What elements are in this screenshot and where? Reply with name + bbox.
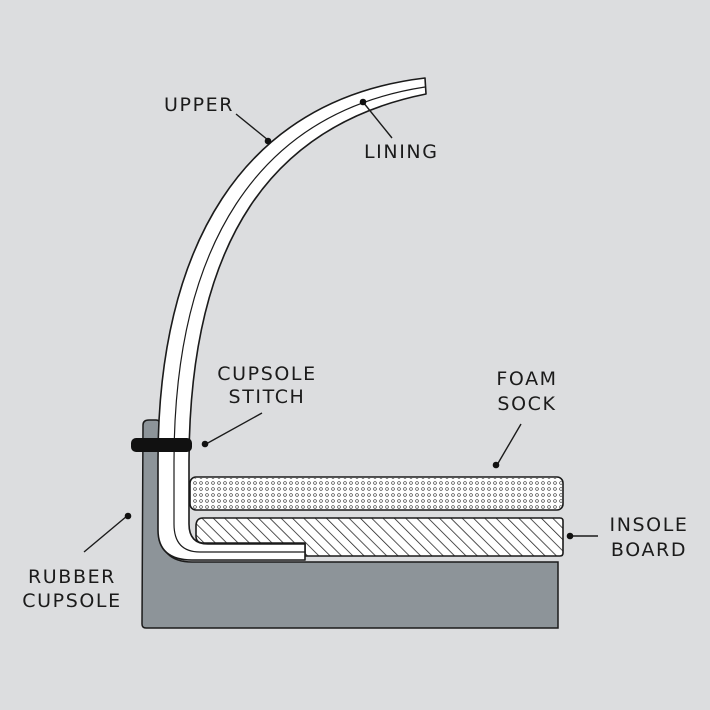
cupsole-stitch-label-line1: CUPSOLE xyxy=(217,363,316,385)
upper-lining-seam xyxy=(173,86,426,553)
lining-label: LINING xyxy=(364,141,439,163)
rubber-cupsole-leader-dot xyxy=(124,512,132,520)
rubber-cupsole-label-line1: RUBBER xyxy=(28,566,116,588)
foam-sock-label-line2: SOCK xyxy=(497,393,556,415)
cupsole-stitch-mark xyxy=(131,438,192,452)
foam-sock-texture xyxy=(191,478,562,509)
insole-board-shape xyxy=(195,517,564,557)
cupsole-stitch-label-line2: STITCH xyxy=(229,386,306,408)
rubber-cupsole-leader-line xyxy=(83,515,128,553)
foam-sock-label-line1: FOAM xyxy=(496,368,557,390)
lining-leader-dot xyxy=(359,98,367,106)
foam-sock-leader-line xyxy=(496,423,522,466)
upper-leader-line xyxy=(235,113,269,141)
upper-lining-band xyxy=(157,77,427,561)
rubber-cupsole-label-line2: CUPSOLE xyxy=(22,590,121,612)
insole-board-label-line2: BOARD xyxy=(611,539,687,561)
foam-sock-leader-dot xyxy=(492,461,500,469)
upper-leader-dot xyxy=(264,137,272,145)
insole-board-leader-dot xyxy=(566,532,574,540)
lining-leader-line xyxy=(362,101,393,139)
cupsole-stitch-leader-line xyxy=(205,412,263,445)
cupsole-stitch-leader-dot xyxy=(201,440,209,448)
upper-label: UPPER xyxy=(164,94,234,116)
insole-board-label-line1: INSOLE xyxy=(609,514,688,536)
